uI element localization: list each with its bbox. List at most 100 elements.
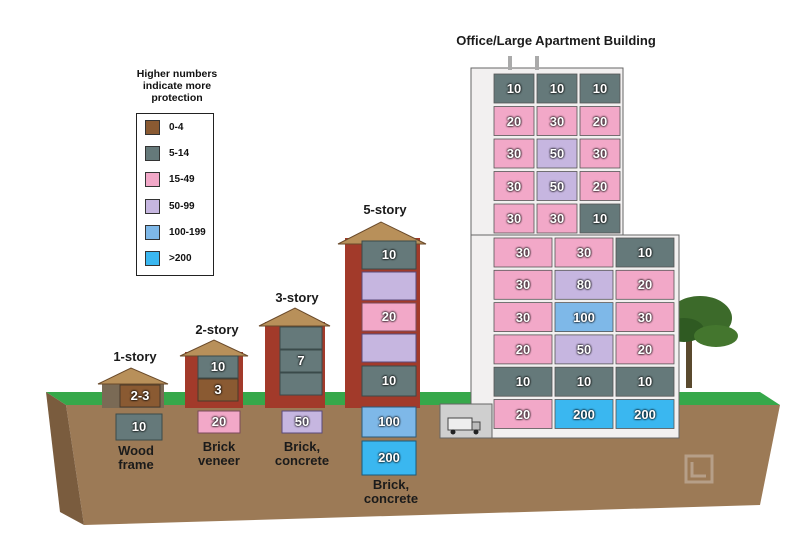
office-room-value: 10: [576, 374, 592, 390]
office-room-value: 20: [592, 178, 608, 194]
office-room-value: 10: [515, 374, 531, 390]
legend-label: 15-49: [169, 173, 195, 185]
basement-5-lower: [361, 440, 417, 476]
office-room: [554, 269, 614, 300]
office-room-value: 30: [506, 178, 522, 194]
floor-5-2: [361, 271, 417, 301]
office-room-value: 20: [592, 113, 608, 129]
office-room: [493, 269, 553, 300]
floor-1: [119, 384, 161, 408]
office-room: [554, 302, 614, 333]
office-title: Office/Large Apartment Building: [456, 33, 656, 48]
office-room-value: 20: [506, 113, 522, 129]
material-line: concrete: [274, 452, 330, 468]
legend-item: >200: [145, 250, 192, 266]
legend-label: 100-199: [169, 226, 206, 238]
material-line: frame: [118, 456, 154, 472]
office-room-value: 30: [592, 146, 608, 161]
office-room: [615, 334, 675, 365]
office-room: [554, 237, 614, 268]
building-title: 3-story: [275, 290, 319, 305]
legend-item: 100-199: [145, 224, 206, 240]
office-room-value: 50: [549, 178, 565, 194]
building-title: 5-story: [363, 202, 407, 217]
office-room-value: 10: [549, 81, 565, 96]
office-room: [536, 171, 578, 201]
floor-3-mid: [279, 349, 323, 373]
office-room: [536, 73, 578, 104]
floor-5-3: [361, 302, 417, 332]
legend-label: 50-99: [169, 200, 195, 212]
basement-1: [115, 413, 163, 441]
floor-2-lower: [197, 378, 239, 402]
tree: [664, 296, 738, 388]
office-room: [493, 237, 553, 268]
building-3-story: [258, 307, 331, 434]
office-room: [615, 269, 675, 300]
office-room-value: 200: [573, 406, 595, 422]
office-room: [579, 203, 621, 234]
legend-label: 0-4: [169, 121, 184, 133]
office-room: [615, 366, 675, 397]
floor-value: 10: [210, 359, 226, 374]
office-room-value: 200: [634, 406, 656, 422]
floor-value: 20: [381, 309, 397, 324]
office-room: [554, 334, 614, 365]
office-room-value: 30: [506, 211, 522, 226]
office-room: [493, 106, 535, 136]
floor-5-4: [361, 333, 417, 363]
floor-5-5: [361, 365, 417, 397]
office-room-value: 30: [506, 146, 522, 161]
office-room: [536, 138, 578, 169]
office-room-value: 20: [515, 341, 531, 357]
basement-value: 20: [211, 414, 227, 429]
legend-item: 5-14: [145, 145, 189, 161]
office-room: [493, 302, 553, 333]
material-line: veneer: [198, 452, 240, 468]
office-room-value: 30: [549, 113, 565, 129]
legend-swatch: [145, 198, 160, 214]
office-room-value: 30: [515, 245, 531, 260]
floor-value: 2-3: [130, 388, 150, 403]
office-room: [579, 138, 621, 169]
office-room: [493, 73, 535, 104]
floor-value: 10: [381, 247, 397, 262]
material-label: Brick,concrete: [354, 478, 428, 505]
office-room-value: 30: [515, 309, 531, 325]
material-label: Brick,concrete: [265, 440, 339, 467]
basement-value: 50: [294, 414, 310, 429]
office-room: [554, 399, 614, 429]
truck-icon: [447, 417, 481, 435]
basement-value: 100: [378, 414, 400, 429]
building-1-story: [97, 367, 169, 441]
basement-5-upper: [361, 406, 417, 438]
floor-value: 10: [381, 373, 397, 388]
office-room-value: 20: [515, 406, 531, 422]
legend-item: 15-49: [145, 171, 195, 187]
basement-value: 10: [131, 419, 147, 434]
legend: 0-4 5-14 15-49 50-99 100-199 >200: [136, 113, 214, 276]
office-grid: [493, 73, 675, 429]
office-room: [493, 366, 553, 397]
office-room-value: 30: [549, 211, 565, 226]
legend-swatch: [145, 250, 160, 266]
floor-3-top: [279, 326, 323, 350]
building-2-story: [179, 339, 249, 434]
office-room: [493, 171, 535, 201]
legend-item: 50-99: [145, 198, 195, 214]
floor-5-1: [361, 240, 417, 270]
office-room-value: 10: [637, 245, 653, 260]
legend-heading: Higher numbers indicate more protection: [136, 68, 218, 105]
material-line: Brick,: [372, 477, 410, 492]
office-room: [493, 203, 535, 234]
office-room: [493, 334, 553, 365]
office-room: [615, 302, 675, 333]
office-room-value: 10: [592, 211, 608, 226]
material-line: Wood: [118, 443, 154, 458]
office-room: [579, 73, 621, 104]
office-room-value: 100: [573, 309, 595, 325]
office-room-value: 10: [592, 81, 608, 96]
